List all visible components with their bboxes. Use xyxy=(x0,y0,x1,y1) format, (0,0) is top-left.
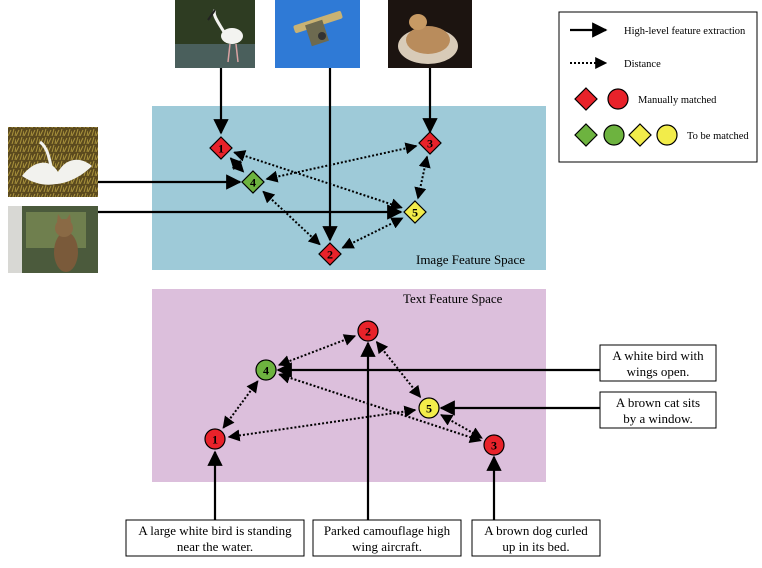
caption-brown-cat: A brown cat sits by a window. xyxy=(599,391,717,429)
caption-camouflage-aircraft: Parked camouflage high wing aircraft. xyxy=(312,519,462,557)
image-feature-space-label: Image Feature Space xyxy=(416,252,525,267)
distance-edges xyxy=(222,142,483,443)
text-node-1-circle xyxy=(204,428,226,450)
legend-red-circle xyxy=(607,88,629,110)
legend-green-diamond xyxy=(574,123,598,147)
text-node-2: 2 xyxy=(357,320,379,342)
legend-green-circle xyxy=(603,124,625,146)
text-node-4: 4 xyxy=(255,359,277,381)
text-node-4-label: 4 xyxy=(263,364,269,378)
image-node-4-label: 4 xyxy=(250,176,256,190)
text-feature-space-panel xyxy=(152,289,546,482)
dog-photo xyxy=(388,0,472,68)
legend-solid-arrow-label: High-level feature extraction xyxy=(624,26,746,37)
text-node-1-label: 1 xyxy=(212,433,218,447)
caption-large-white-bird: A large white bird is standing near the … xyxy=(125,519,305,557)
caption-white-bird-wings-line-1: A white bird with xyxy=(612,348,704,363)
caption-brown-cat-line-2: by a window. xyxy=(623,411,693,426)
text-node-5: 5 xyxy=(418,397,440,419)
text-distance-edge-5-1 xyxy=(227,405,417,442)
legend-dotted-arrow-label: Distance xyxy=(624,59,661,70)
cat-photo xyxy=(8,206,98,273)
image-distance-edge-3-5 xyxy=(414,155,431,200)
caption-large-white-bird-line-1: A large white bird is standing xyxy=(138,523,292,538)
image-node-4: 4 xyxy=(241,170,265,194)
legend-manual-label: Manually matched xyxy=(638,95,717,106)
image-node-4-diamond xyxy=(241,170,265,194)
image-feature-space-panel xyxy=(152,106,546,270)
caption-camouflage-aircraft-line-1: Parked camouflage high xyxy=(324,523,451,538)
image-node-3-label: 3 xyxy=(427,137,433,151)
caption-white-bird-wings-line-2: wings open. xyxy=(627,364,690,379)
swan-photo xyxy=(8,127,98,197)
image-node-1-diamond xyxy=(209,136,233,160)
image-node-2-label: 2 xyxy=(327,248,333,262)
text-node-3-label: 3 xyxy=(491,439,497,453)
image-node-3: 3 xyxy=(418,131,442,155)
image-node-5-diamond xyxy=(403,200,427,224)
feature-nodes: 1 2 3 4 5 1 2 3 4 5 xyxy=(204,131,505,456)
image-distance-edge-4-2 xyxy=(262,190,321,246)
legend: High-level feature extraction Distance M… xyxy=(558,11,758,163)
caption-camouflage-aircraft-line-2: wing aircraft. xyxy=(352,539,422,554)
legend-red-diamond xyxy=(574,87,598,111)
image-node-3-diamond xyxy=(418,131,442,155)
text-node-2-label: 2 xyxy=(365,325,371,339)
text-node-5-label: 5 xyxy=(426,402,432,416)
aircraft-photo xyxy=(275,0,360,68)
caption-brown-dog-line-2: up in its bed. xyxy=(502,539,569,554)
legend-to-match-label: To be matched xyxy=(687,131,749,142)
text-distance-edge-2-4 xyxy=(277,334,357,367)
image-node-1-label: 1 xyxy=(218,142,224,156)
image-distance-edge-4-3 xyxy=(265,142,418,183)
image-distance-edge-2-5 xyxy=(341,217,404,249)
legend-yellow-circle xyxy=(656,124,678,146)
caption-white-bird-wings: A white bird with wings open. xyxy=(599,344,717,382)
text-node-2-circle xyxy=(357,320,379,342)
legend-yellow-diamond xyxy=(628,123,652,147)
image-node-2-diamond xyxy=(318,242,342,266)
image-node-5-label: 5 xyxy=(412,206,418,220)
image-node-2: 2 xyxy=(318,242,342,266)
text-node-5-circle xyxy=(418,397,440,419)
text-node-4-circle xyxy=(255,359,277,381)
text-feature-space-label: Text Feature Space xyxy=(403,291,503,306)
text-node-3-circle xyxy=(483,434,505,456)
white-bird-photo xyxy=(175,0,255,68)
caption-brown-dog: A brown dog curled up in its bed. xyxy=(471,519,601,557)
caption-brown-dog-line-1: A brown dog curled xyxy=(484,523,588,538)
text-node-1: 1 xyxy=(204,428,226,450)
caption-large-white-bird-line-2: near the water. xyxy=(177,539,253,554)
caption-brown-cat-line-1: A brown cat sits xyxy=(616,395,700,410)
text-node-3: 3 xyxy=(483,434,505,456)
image-node-5: 5 xyxy=(403,200,427,224)
image-node-1: 1 xyxy=(209,136,233,160)
